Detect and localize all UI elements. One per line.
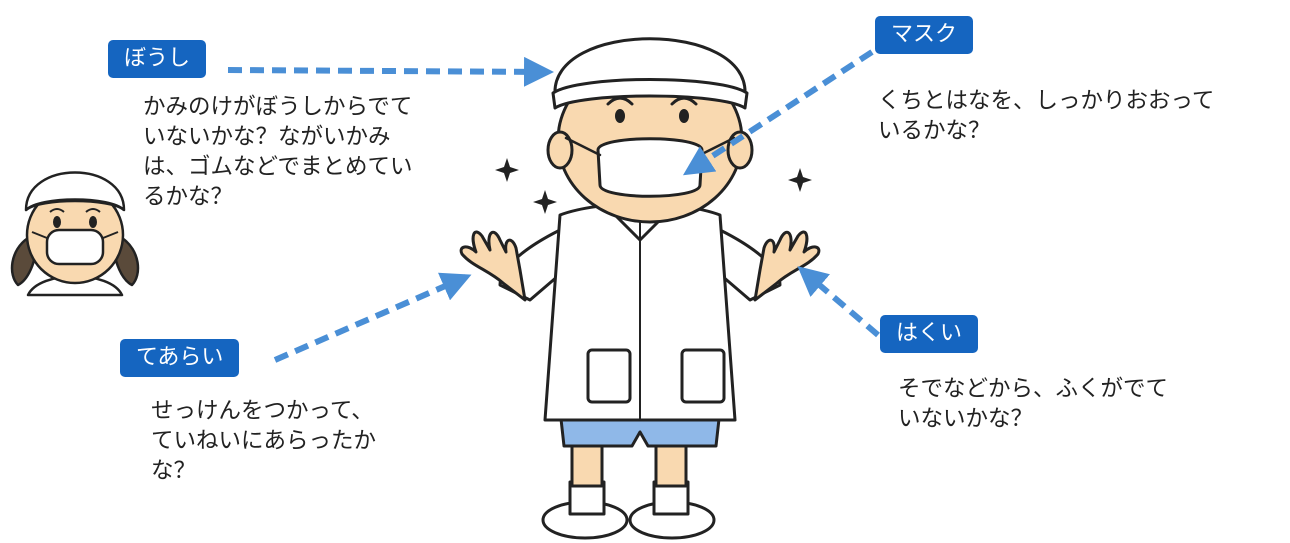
hat-description: かみのけがぼうしからでて いないかな？ながいかみ は、ゴムなどでまとめてい るか… xyxy=(143,94,413,210)
hat-label: ぼうし xyxy=(108,40,207,78)
mask-arrow xyxy=(682,49,874,176)
boy-figure xyxy=(459,37,821,540)
handwash-label: てあらい xyxy=(120,339,240,377)
mask-label: マスク xyxy=(875,16,974,54)
coat-description: そでなどから、ふくがでて いないかな？ xyxy=(898,376,1169,432)
hat-arrow xyxy=(227,56,554,87)
coat-arrow xyxy=(797,266,880,338)
handwash-arrow xyxy=(273,272,472,363)
sparkle-icon xyxy=(495,158,812,214)
handwash-description: せっけんをつかって、 ていねいにあらったか な？ xyxy=(151,398,377,484)
mask-description: くちとはなを、しっかりおおって いるかな？ xyxy=(878,88,1215,144)
coat-label: はくい xyxy=(880,315,979,353)
girl-figure xyxy=(10,171,140,297)
